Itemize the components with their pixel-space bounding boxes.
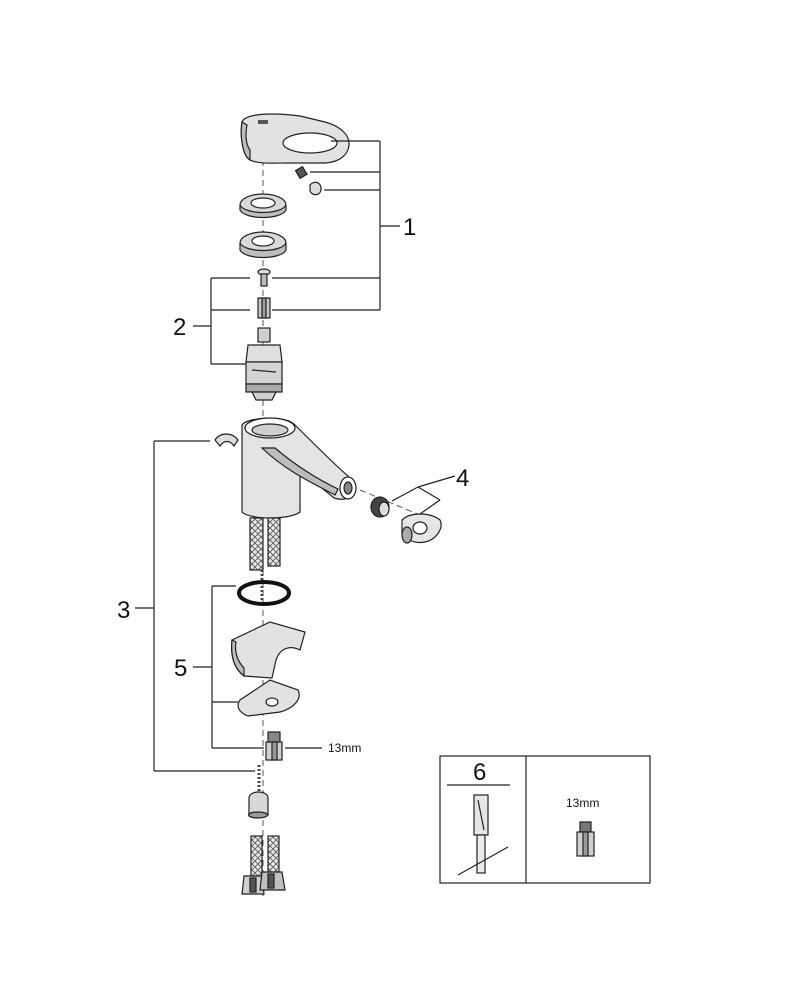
callout-5: 5 [174,655,187,682]
body-hoses [249,517,281,571]
spray-adjuster-part [401,513,442,544]
o-ring-part [237,580,291,606]
aerator-part [370,496,390,518]
socket-wrench-tool [457,794,509,876]
screw-part [257,268,271,287]
horseshoe-washer-part [237,679,300,717]
cover-ring-lower [239,231,287,259]
leader-lines-group-5 [193,585,264,749]
pull-rod-lower [247,765,269,819]
leader-lines-group-3 [135,440,255,772]
cover-ring-upper [239,193,287,219]
mixer-body-part [214,417,357,519]
lever-handle-part [240,113,350,164]
nut-size-label: 13mm [328,741,361,755]
inset-nut-size-label: 13mm [566,796,599,810]
inset-fixing-nut [576,821,595,857]
flex-hoses-part [241,835,286,895]
center-axis [262,150,421,900]
grub-screw-part [294,165,322,196]
callout-1: 1 [403,214,416,241]
leader-lines-group-2 [193,277,250,365]
inset-tools-box: 6 13mm [439,755,651,884]
fixing-nut-part [265,731,283,761]
mounting-plate-part [231,621,306,679]
adapter-part [257,297,271,319]
callout-3: 3 [117,597,130,624]
callout-4: 4 [456,465,469,492]
leader-lines-group-4 [391,475,456,515]
cartridge-part [245,327,283,401]
callout-2: 2 [173,314,186,341]
callout-6: 6 [473,759,486,786]
leader-lines-group-1 [272,140,400,311]
